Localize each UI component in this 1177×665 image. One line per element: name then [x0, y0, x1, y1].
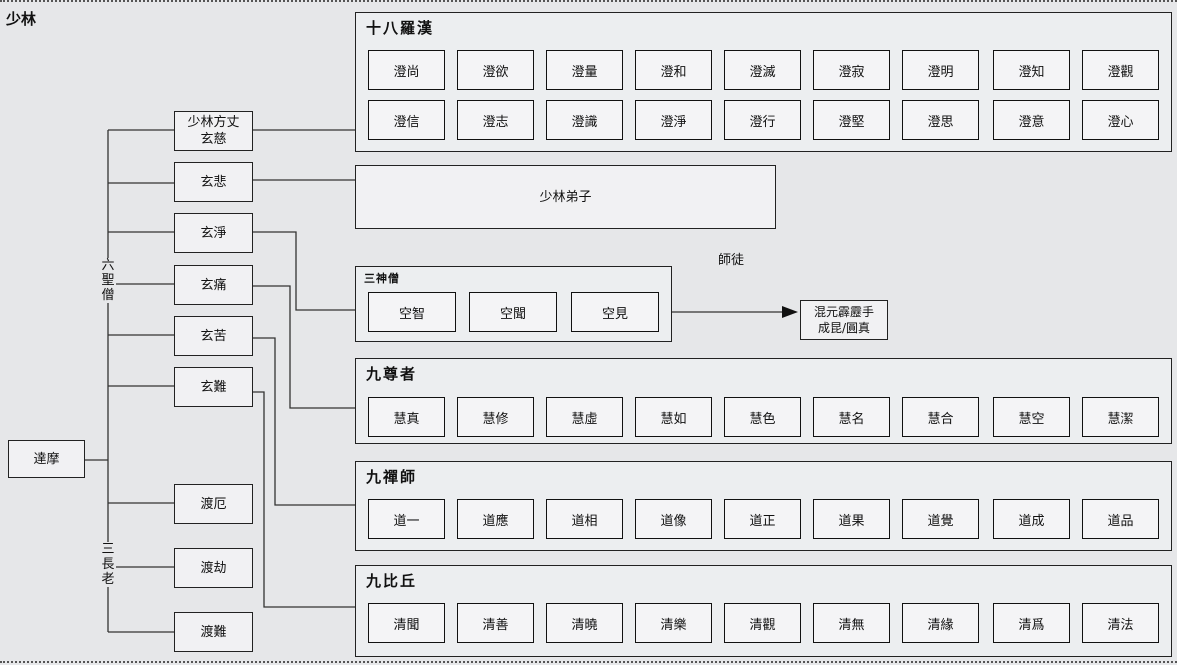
- member-cell[interactable]: 清觀: [724, 603, 801, 643]
- member-cell[interactable]: 澄寂: [813, 50, 890, 90]
- member-cell[interactable]: 澄信: [368, 100, 445, 140]
- member-cell[interactable]: 澄明: [902, 50, 979, 90]
- page-title: 少林: [6, 10, 37, 28]
- group-nine-bhikkhus: 九比丘 清聞 清善 清曉 清樂 清觀 清無 清緣 清爲 清法: [355, 565, 1172, 657]
- elder-dujie[interactable]: 渡劫: [174, 548, 253, 588]
- hunyuan-target-box[interactable]: 混元霹靂手 成昆/圓真: [800, 300, 888, 340]
- member-cell[interactable]: 澄志: [457, 100, 534, 140]
- member-cell[interactable]: 慧虛: [546, 397, 623, 437]
- connector-xuannan-nine-bhikkhu: [253, 391, 355, 608]
- group-label: 九比丘: [366, 572, 418, 590]
- branch-label-three-elders: 三長老: [100, 542, 116, 587]
- saint-label: 玄悲: [200, 174, 227, 190]
- saint-label: 少林方丈 玄慈: [187, 115, 240, 147]
- elder-label: 渡厄: [200, 496, 227, 512]
- member-cell[interactable]: 清無: [813, 603, 890, 643]
- member-cell[interactable]: 清曉: [546, 603, 623, 643]
- member-cell[interactable]: 空見: [571, 292, 659, 332]
- connector-xuanku-nine-zen: [253, 337, 355, 506]
- master-student-label: 師徒: [718, 253, 745, 268]
- elder-dunan[interactable]: 渡難: [174, 612, 253, 652]
- saint-xuantong[interactable]: 玄痛: [174, 265, 253, 305]
- disciples-box[interactable]: 少林弟子: [355, 165, 776, 229]
- connector-xuanjing-three: [253, 231, 355, 311]
- saint-xuanbei[interactable]: 玄悲: [174, 162, 253, 202]
- arrow-head-icon: [782, 306, 798, 318]
- member-cell[interactable]: 澄觀: [1082, 50, 1159, 90]
- member-cell[interactable]: 澄尚: [368, 50, 445, 90]
- saint-label: 玄痛: [200, 277, 227, 293]
- member-cell[interactable]: 道像: [635, 499, 712, 539]
- saint-label: 玄難: [200, 379, 227, 395]
- member-cell[interactable]: 澄滅: [724, 50, 801, 90]
- member-cell[interactable]: 慧真: [368, 397, 445, 437]
- saint-xuannan[interactable]: 玄難: [174, 367, 253, 407]
- member-cell[interactable]: 慧合: [902, 397, 979, 437]
- disciples-label: 少林弟子: [539, 189, 592, 205]
- member-cell[interactable]: 慧潔: [1082, 397, 1159, 437]
- saint-xuanjing[interactable]: 玄淨: [174, 213, 253, 253]
- member-cell[interactable]: 慧修: [457, 397, 534, 437]
- member-cell[interactable]: 慧如: [635, 397, 712, 437]
- member-cell[interactable]: 清樂: [635, 603, 712, 643]
- saint-xuanci[interactable]: 少林方丈 玄慈: [174, 111, 253, 151]
- group-eighteen-arhats: 十八羅漢 澄尚 澄欲 澄量 澄和 澄滅 澄寂 澄明 澄知 澄觀 澄信 澄志 澄識…: [355, 12, 1172, 152]
- group-three-divine-monks: 三神僧 空智 空聞 空見: [355, 266, 672, 342]
- group-label: 九禪師: [366, 468, 418, 486]
- member-cell[interactable]: 空聞: [469, 292, 557, 332]
- member-cell[interactable]: 清緣: [902, 603, 979, 643]
- member-cell[interactable]: 道成: [993, 499, 1070, 539]
- target-line-2: 成昆/圓真: [817, 321, 871, 335]
- member-cell[interactable]: 澄行: [724, 100, 801, 140]
- group-nine-venerables: 九尊者 慧真 慧修 慧虛 慧如 慧色 慧名 慧合 慧空 慧潔: [355, 358, 1172, 444]
- elder-due[interactable]: 渡厄: [174, 484, 253, 524]
- target-line-1: 混元霹靂手: [813, 305, 874, 319]
- group-nine-zen-masters: 九禪師 道一 道應 道相 道像 道正 道果 道覺 道成 道品: [355, 461, 1172, 551]
- member-cell[interactable]: 澄和: [635, 50, 712, 90]
- member-cell[interactable]: 澄心: [1082, 100, 1159, 140]
- branch-label-six-saints: 六聖僧: [100, 258, 116, 303]
- member-cell[interactable]: 澄淨: [635, 100, 712, 140]
- member-cell[interactable]: 道覺: [902, 499, 979, 539]
- saint-xuanku[interactable]: 玄苦: [174, 316, 253, 356]
- founder-box[interactable]: 達摩: [8, 440, 85, 478]
- group-label: 十八羅漢: [366, 19, 435, 37]
- member-cell[interactable]: 慧名: [813, 397, 890, 437]
- top-dotted-border: [0, 0, 1177, 2]
- elder-label: 渡難: [200, 624, 227, 640]
- member-cell[interactable]: 清善: [457, 603, 534, 643]
- member-cell[interactable]: 道正: [724, 499, 801, 539]
- bottom-dotted-border: [0, 661, 1177, 663]
- connector-xuantong-nine-venerables: [253, 285, 355, 409]
- group-label: 三神僧: [364, 272, 400, 285]
- founder-label: 達摩: [33, 451, 60, 467]
- member-cell[interactable]: 空智: [368, 292, 456, 332]
- member-cell[interactable]: 澄堅: [813, 100, 890, 140]
- member-cell[interactable]: 慧空: [993, 397, 1070, 437]
- member-cell[interactable]: 澄意: [993, 100, 1070, 140]
- member-cell[interactable]: 清法: [1082, 603, 1159, 643]
- member-cell[interactable]: 道品: [1082, 499, 1159, 539]
- elder-label: 渡劫: [200, 560, 227, 576]
- member-cell[interactable]: 道一: [368, 499, 445, 539]
- member-cell[interactable]: 道應: [457, 499, 534, 539]
- member-cell[interactable]: 慧色: [724, 397, 801, 437]
- member-cell[interactable]: 道相: [546, 499, 623, 539]
- member-cell[interactable]: 清爲: [993, 603, 1070, 643]
- group-label: 九尊者: [366, 365, 418, 383]
- member-cell[interactable]: 清聞: [368, 603, 445, 643]
- saint-label: 玄苦: [200, 328, 227, 344]
- member-cell[interactable]: 道果: [813, 499, 890, 539]
- member-cell[interactable]: 澄識: [546, 100, 623, 140]
- member-cell[interactable]: 澄欲: [457, 50, 534, 90]
- saint-label: 玄淨: [200, 225, 227, 241]
- member-cell[interactable]: 澄思: [902, 100, 979, 140]
- member-cell[interactable]: 澄知: [993, 50, 1070, 90]
- member-cell[interactable]: 澄量: [546, 50, 623, 90]
